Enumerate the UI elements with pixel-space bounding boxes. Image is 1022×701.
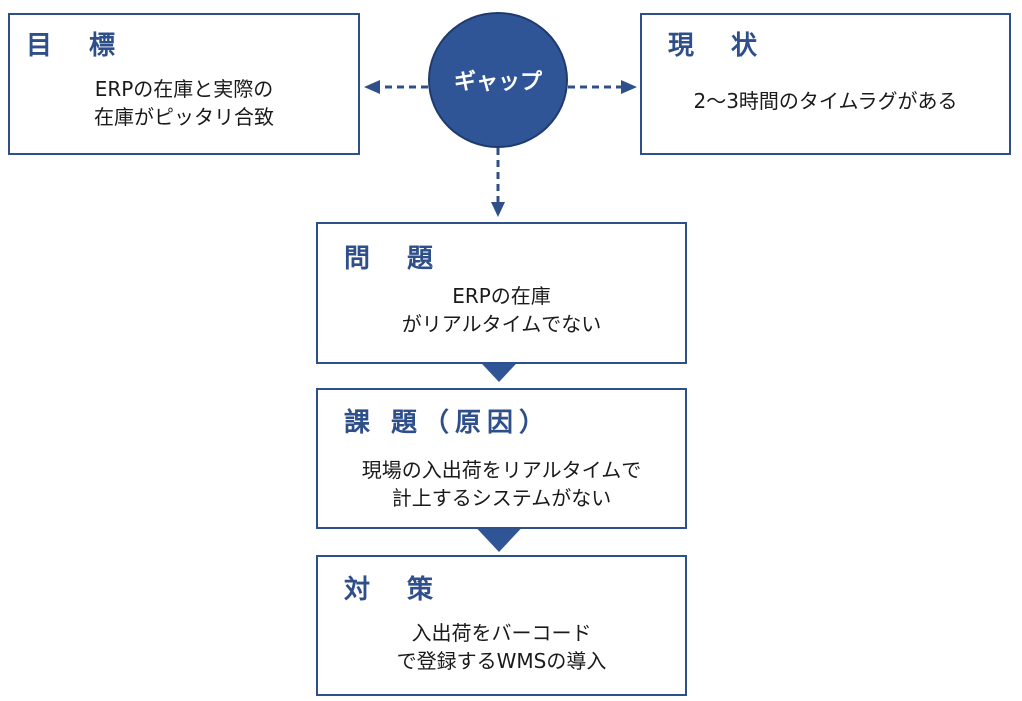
gap-node: ギャップ (428, 12, 568, 148)
problem-box: 問 題 ERPの在庫 がリアルタイムでない (316, 222, 687, 364)
issue-text: 現場の入出荷をリアルタイムで 計上するシステムがない (318, 456, 685, 512)
problem-line-1: ERPの在庫 (452, 284, 551, 308)
goal-line-2: 在庫がピッタリ合致 (94, 105, 274, 129)
current-text: 2～3時間のタイムラグがある (642, 87, 1009, 115)
goal-line-1: ERPの在庫と実際の (94, 77, 274, 101)
issue-line-1: 現場の入出荷をリアルタイムで (361, 458, 642, 482)
goal-text: ERPの在庫と実際の 在庫がピッタリ合致 (10, 75, 358, 131)
solution-box: 対 策 入出荷をバーコード で登録するWMSの導入 (316, 555, 687, 696)
issue-line-2: 計上するシステムがない (391, 486, 612, 510)
current-title: 現 状 (668, 31, 772, 61)
current-arrowhead (621, 80, 637, 94)
solution-line-1: 入出荷をバーコード (411, 621, 592, 645)
problem-arrowhead (491, 202, 505, 217)
solution-text: 入出荷をバーコード で登録するWMSの導入 (318, 619, 685, 675)
problem-title: 問 題 (344, 244, 448, 274)
current-box: 現 状 2～3時間のタイムラグがある (640, 13, 1011, 155)
issue-title: 課 題（原因） (344, 408, 552, 438)
goal-box: 目 標 ERPの在庫と実際の 在庫がピッタリ合致 (8, 13, 360, 155)
issue-box: 課 題（原因） 現場の入出荷をリアルタイムで 計上するシステムがない (316, 388, 687, 529)
problem-line-2: がリアルタイムでない (401, 312, 602, 336)
goal-arrowhead (364, 80, 380, 94)
goal-title: 目 標 (26, 31, 130, 61)
problem-text: ERPの在庫 がリアルタイムでない (318, 282, 685, 338)
solution-line-2: で登録するWMSの導入 (396, 649, 607, 673)
current-line-1: 2～3時間のタイムラグがある (693, 89, 958, 113)
gap-label: ギャップ (453, 70, 542, 95)
solution-title: 対 策 (344, 575, 448, 605)
